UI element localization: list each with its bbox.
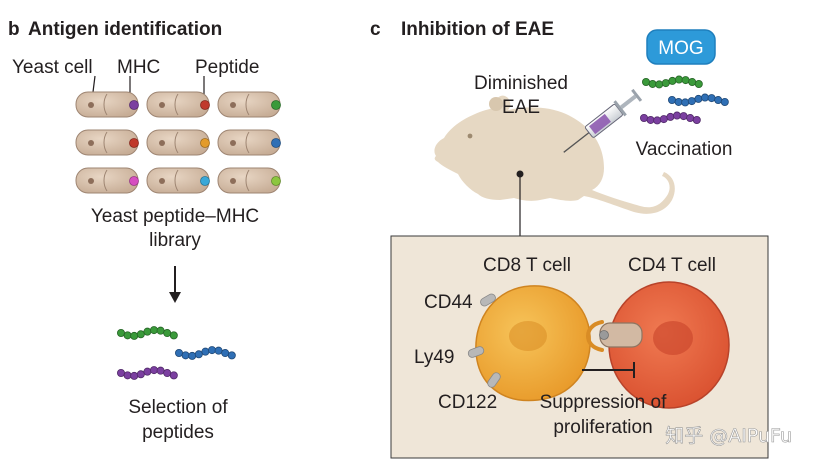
yeast-cell [75, 129, 139, 156]
mouse-illustration [434, 95, 675, 214]
yeast-cell [75, 91, 139, 118]
cd122-receptor [487, 372, 501, 388]
ly49-label: Ly49 [414, 347, 455, 368]
vaccine-peptide-purple [640, 111, 701, 125]
cd4-label: CD4 T cell [628, 255, 716, 276]
selected-peptide-blue [174, 346, 236, 360]
panel-b-letter: b [8, 19, 20, 40]
suppression-label-line2: proliferation [553, 417, 652, 438]
cd8-receptor-arc [585, 320, 604, 352]
suppression-inhibition-line [582, 362, 635, 378]
yeast-cell [146, 167, 210, 194]
peptide-label: Peptide [195, 57, 259, 78]
mog-label: MOG [658, 38, 703, 59]
ly49-receptor [467, 346, 485, 358]
cd44-receptor [480, 293, 496, 307]
cd44-label: CD44 [424, 292, 473, 313]
cd8-label: CD8 T cell [483, 255, 571, 276]
suppression-label-line1: Suppression of [540, 392, 667, 413]
yeast-cell [217, 167, 281, 194]
yeast-cell [217, 91, 281, 118]
selected-peptide-green [117, 326, 178, 340]
yeast-cell [146, 91, 210, 118]
displayed-peptide [129, 100, 139, 110]
mouse-label-line2: EAE [502, 97, 540, 118]
panel-c-title: Inhibition of EAE [401, 19, 554, 40]
yeast-cell [217, 129, 281, 156]
yeast-library-grid [75, 91, 281, 194]
selection-label-line2: peptides [142, 422, 214, 443]
selected-peptides [117, 326, 236, 380]
selection-arrow [169, 266, 181, 303]
panel-b-title: Antigen identification [28, 19, 222, 40]
displayed-peptide [271, 176, 281, 186]
vaccine-peptide-blue [668, 93, 729, 107]
vaccine-peptide-green [642, 75, 703, 89]
cd4-t-cell [608, 281, 730, 409]
cd8-t-cell [475, 285, 591, 402]
displayed-peptide [271, 138, 281, 148]
mhc-peptide-complex [599, 322, 643, 348]
watermark: 知乎 @AIPuFu [665, 425, 792, 447]
displayed-peptide [129, 176, 139, 186]
selection-label-line1: Selection of [128, 397, 228, 418]
yeast-cell [146, 129, 210, 156]
displayed-peptide [129, 138, 139, 148]
syringe-icon [563, 88, 643, 153]
panel-c: c Inhibition of EAE Diminished EAE MOG [370, 19, 769, 459]
selected-peptide-purple [117, 366, 178, 380]
displayed-peptide [271, 100, 281, 110]
panel-b: b Antigen identification Yeast cell MHC … [8, 19, 281, 443]
cd122-label: CD122 [438, 392, 497, 413]
displayed-peptide [200, 100, 210, 110]
mouse-label-line1: Diminished [474, 73, 568, 94]
library-label-line1: Yeast peptide–MHC [91, 206, 259, 227]
displayed-peptide [200, 176, 210, 186]
library-label-line2: library [149, 230, 201, 251]
yeast-cell-label: Yeast cell [12, 57, 93, 78]
panel-c-letter: c [370, 19, 381, 40]
vaccination-label: Vaccination [636, 139, 733, 160]
vaccine-peptides [640, 75, 729, 125]
mhc-label: MHC [117, 57, 160, 78]
yeast-cell [75, 167, 139, 194]
mog-badge: MOG [646, 29, 716, 65]
displayed-peptide [200, 138, 210, 148]
